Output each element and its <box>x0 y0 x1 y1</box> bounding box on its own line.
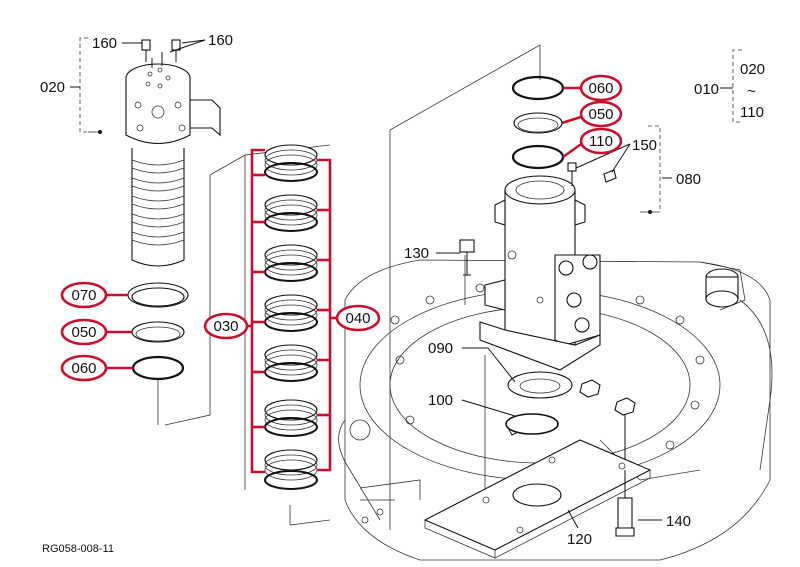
label-040: 040 <box>345 310 370 327</box>
label-160-a: 160 <box>92 35 117 52</box>
label-140: 140 <box>666 513 691 530</box>
nut <box>579 379 601 398</box>
label-020: 020 <box>40 79 65 96</box>
label-010-range-tilde: ~ <box>747 83 756 100</box>
label-110: 110 <box>589 133 613 150</box>
label-160-b: 160 <box>208 32 233 49</box>
swivel-housing-080 <box>479 75 617 371</box>
label-080: 080 <box>676 171 701 188</box>
label-010-range-end: 110 <box>740 104 764 121</box>
ring-050-right <box>513 112 563 134</box>
nut-stud <box>614 397 636 416</box>
bracket-010 <box>732 49 742 123</box>
label-120: 120 <box>567 531 592 548</box>
label-090: 090 <box>428 340 453 357</box>
snap-ring-100 <box>505 413 559 436</box>
label-060-right: 060 <box>588 80 613 97</box>
diagram-id: RG058-008-11 <box>42 543 114 555</box>
swivel-joint-020 <box>125 39 221 267</box>
label-050-left: 050 <box>71 324 96 341</box>
label-100: 100 <box>428 392 453 409</box>
bolt-130 <box>459 239 475 276</box>
ring-stack <box>264 144 318 490</box>
leader-lines <box>70 39 733 529</box>
label-150: 150 <box>632 137 657 154</box>
bracket-080 <box>648 125 661 212</box>
highlight-brackets <box>250 148 332 474</box>
label-050-right: 050 <box>588 106 613 123</box>
ring-070-inner <box>131 287 185 307</box>
ring-050-left <box>131 321 185 343</box>
highlight-ovals <box>60 74 623 382</box>
oring-060-left <box>131 355 185 381</box>
label-070: 070 <box>71 287 96 304</box>
label-010: 010 <box>694 81 719 98</box>
ring-090 <box>507 371 573 399</box>
label-030: 030 <box>213 318 238 335</box>
label-010-range-start: 020 <box>740 61 765 78</box>
oring-110 <box>511 144 565 170</box>
bolt-140 <box>615 470 635 537</box>
bracket-020 <box>79 37 88 133</box>
callout-labels: 160 160 020 070 050 060 030 040 060 050 … <box>40 32 765 555</box>
label-130: 130 <box>404 245 429 262</box>
plate-120 <box>423 439 652 559</box>
label-060-left: 060 <box>71 360 96 377</box>
oring-060-right <box>511 75 565 101</box>
